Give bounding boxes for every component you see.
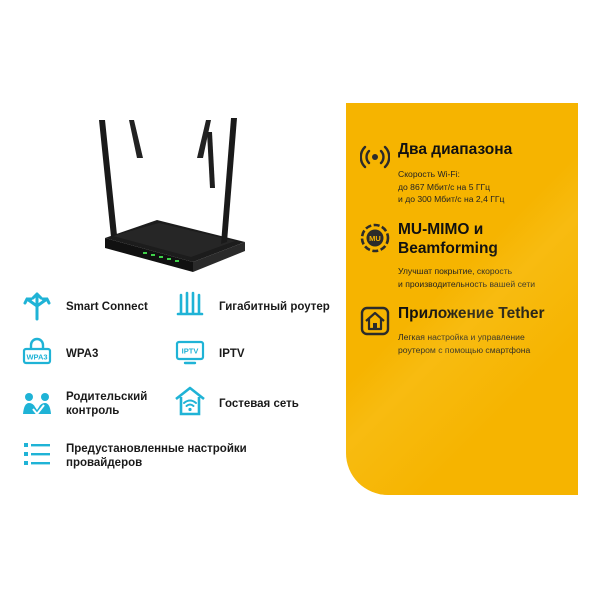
wpa3-icon: WPA3 <box>22 337 52 365</box>
highlight-title-line: Beamforming <box>398 240 498 257</box>
feature-gigabit-router: Гигабитный роутер <box>175 291 345 323</box>
iptv-icon: IPTV <box>175 340 205 365</box>
highlight-desc-line: Скорость Wi-Fi: <box>398 169 460 179</box>
feature-label-line: Родительский <box>66 391 148 403</box>
highlight-desc-line: и до 300 Мбит/с на 2,4 ГГц <box>398 194 505 204</box>
highlight-desc-line: до 867 Мбит/с на 5 ГГц <box>398 181 491 192</box>
feature-label: WPA3 <box>66 348 99 360</box>
wpa3-icon-text: WPA3 <box>26 353 47 362</box>
highlight-desc-line: роутером с помощью смартфона <box>398 344 531 355</box>
feature-label-line: провайдеров <box>66 457 143 469</box>
highlight-desc-line: и производительность вашей сети <box>398 278 536 289</box>
feature-label-line: Предустановленные настройки <box>66 443 247 455</box>
highlight-tether-app: Приложение Tether Легкая настройка и упр… <box>360 304 570 364</box>
feature-iptv: IPTV IPTV <box>175 337 345 369</box>
highlight-title: Приложение Tether <box>398 305 545 322</box>
highlight-title-line: MU-MIMO и <box>398 221 484 238</box>
feature-guest-network: Гостевая сеть <box>175 386 345 420</box>
wifi-signal-icon <box>360 145 390 169</box>
mu-mimo-icon: MU <box>360 223 390 253</box>
feature-wpa3: WPA3 WPA3 <box>22 337 192 369</box>
iptv-icon-text: IPTV <box>182 347 199 356</box>
highlights-panel: Два диапазона Скорость Wi-Fi: до 867 Мби… <box>346 103 578 495</box>
feature-label: IPTV <box>219 348 245 360</box>
tether-app-icon <box>360 306 390 336</box>
highlight-dual-band: Два диапазона Скорость Wi-Fi: до 867 Мби… <box>360 140 570 210</box>
feature-label: Smart Connect <box>66 301 148 313</box>
feature-smart-connect: Smart Connect <box>22 291 192 323</box>
feature-label: Гостевая сеть <box>219 398 299 410</box>
smart-connect-icon <box>23 292 51 321</box>
feature-provider-settings: Предустановленные настройки провайдеров <box>22 440 312 474</box>
feature-label-line: контроль <box>66 405 120 417</box>
provider-settings-icon <box>24 443 50 465</box>
highlight-desc-line: Улучшат покрытие, скорость <box>398 266 513 276</box>
mu-icon-text: MU <box>369 234 381 243</box>
parental-control-icon <box>23 393 51 416</box>
feature-label: Гигабитный роутер <box>219 301 330 313</box>
highlight-mu-mimo: MU MU-MIMO и Beamforming Улучшат покрыти… <box>360 220 570 300</box>
router-image <box>99 118 245 272</box>
guest-network-icon <box>175 386 205 416</box>
gigabit-router-icon <box>176 291 204 316</box>
highlight-title: Два диапазона <box>398 141 513 158</box>
feature-parental-control: Родительский контроль <box>22 388 192 422</box>
highlight-desc-line: Легкая настройка и управление <box>398 332 525 342</box>
